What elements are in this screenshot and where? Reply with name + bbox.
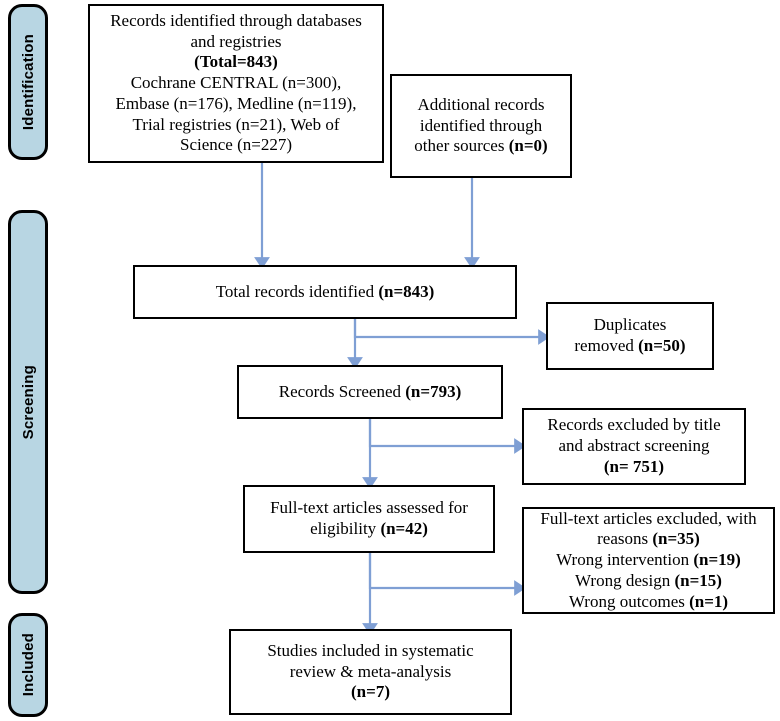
box-records-screened: Records Screened (n=793) [237, 365, 503, 419]
box-text-line: identified through [419, 115, 543, 135]
box-text-line: Cochrane CENTRAL (n=300), [130, 73, 342, 93]
box-text-line: Duplicates [593, 315, 667, 335]
box-text-line: Full-text articles excluded, with [540, 508, 757, 528]
box-text-line: review & meta-analysis [289, 661, 452, 681]
stage-label-identification: Identification [19, 33, 37, 131]
box-text-line: (n= 751) [603, 456, 665, 476]
box-total-records-identified: Total records identified (n=843) [133, 265, 517, 319]
box-text-line: Embase (n=176), Medline (n=119), [115, 93, 357, 113]
box-text-line: Additional records [417, 94, 545, 114]
box-text-line: Wrong outcomes (n=1) [568, 591, 729, 611]
box-text-line: Wrong design (n=15) [575, 570, 722, 590]
box-text-line: Records excluded by title [547, 415, 721, 435]
box-text-line: Studies included in systematic [267, 640, 474, 660]
box-text-line: other sources (n=0) [414, 136, 548, 156]
box-text-line: Full-text articles assessed for [270, 498, 468, 518]
box-text-line: eligibility (n=42) [310, 519, 428, 538]
box-text-line: Science (n=227) [179, 135, 293, 155]
box-text-line: and abstract screening [558, 436, 710, 456]
stage-bar-included: Included [8, 613, 48, 717]
box-text-line: Records identified through databases [110, 10, 362, 30]
box-text-line: Records Screened (n=793) [278, 381, 462, 401]
stage-bar-screening: Screening [8, 210, 48, 594]
box-text-line: Total records identified (n=843) [215, 281, 435, 301]
stage-bar-identification: Identification [8, 4, 48, 160]
box-text-line: removed (n=50) [574, 336, 686, 355]
total-records-text: Total records identified (n=843) [210, 282, 441, 303]
box-text-line: Wrong intervention (n=19) [556, 550, 741, 570]
stage-label-screening: Screening [19, 364, 37, 440]
records-screened-text: Records Screened (n=793) [273, 382, 467, 403]
box-text-line: reasons (n=35) [597, 529, 700, 549]
box-text-line: and registries [190, 31, 282, 51]
box-text-line: (Total=843) [194, 52, 278, 72]
box-text-line: Trial registries (n=21), Web of [132, 114, 340, 134]
box-text-line: (n=7) [351, 682, 390, 702]
stage-label-included: Included [19, 633, 37, 697]
